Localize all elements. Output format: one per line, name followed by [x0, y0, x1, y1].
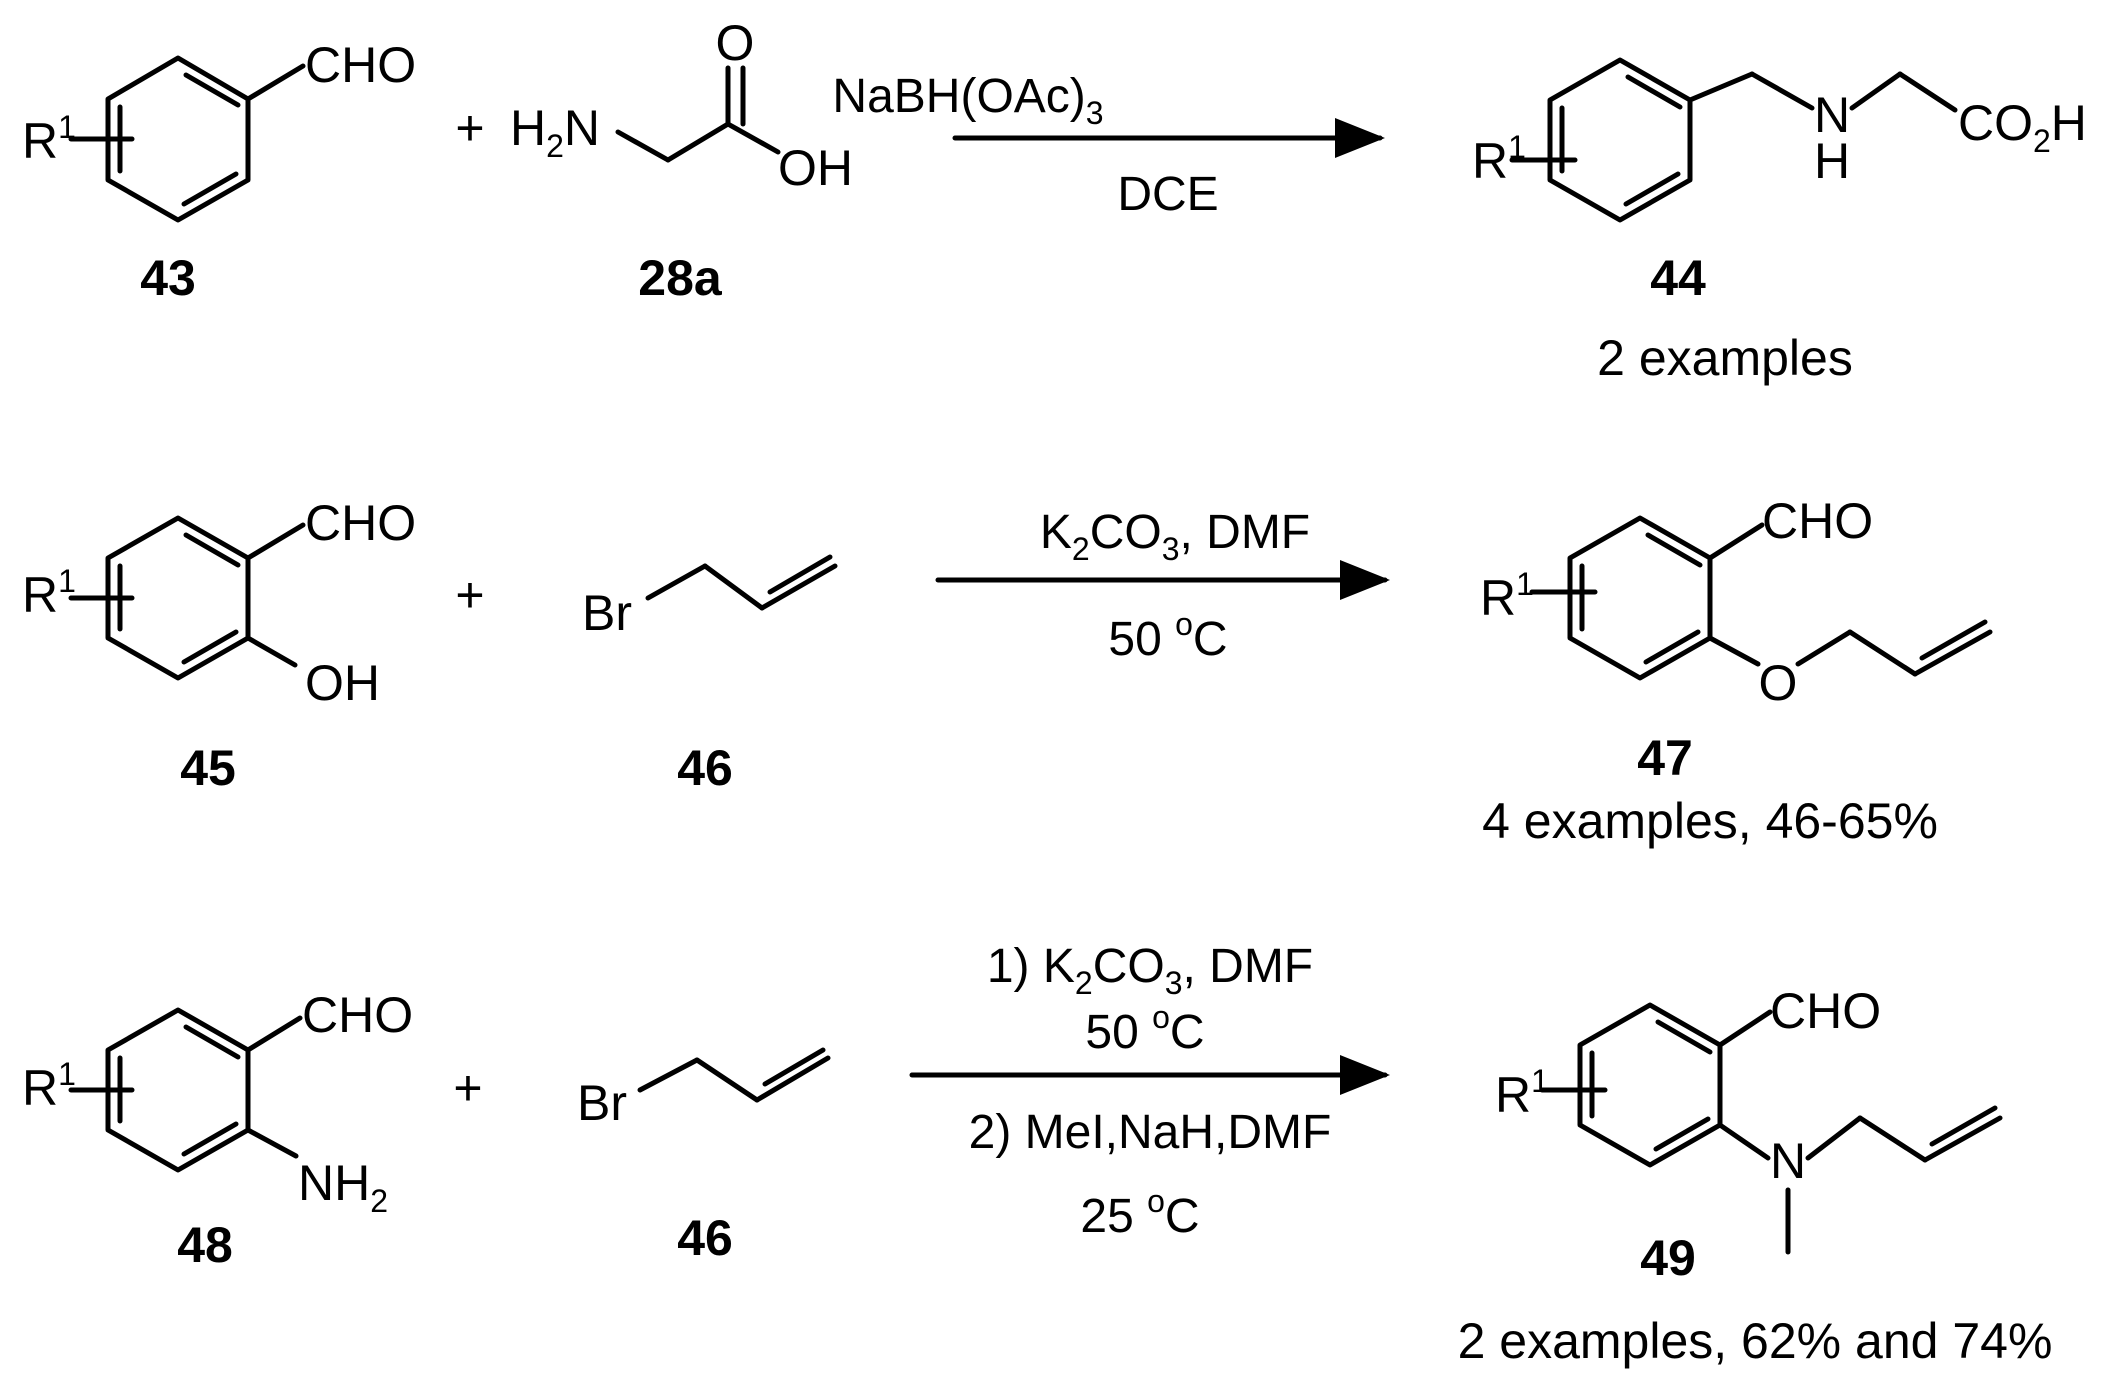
- r1-label: R1: [22, 1056, 76, 1116]
- amine-nitrogen-label: N: [1770, 1133, 1806, 1189]
- examples-note: 4 examples, 46-65%: [1482, 793, 1938, 849]
- hydroxyl-label: OH: [305, 655, 380, 711]
- compound-number-49: 49: [1640, 1230, 1696, 1286]
- r1-label: R1: [22, 563, 76, 623]
- row1-reaction: CHO R1 43 + H2N O OH 28a NaBH(OAc)3 DCE: [22, 15, 2087, 386]
- examples-note: 2 examples: [1597, 330, 1853, 386]
- r1-label: R1: [1480, 566, 1534, 626]
- ether-oxygen-label: O: [1759, 655, 1798, 711]
- aldehyde-group-label: CHO: [1762, 493, 1873, 549]
- plus-sign: +: [455, 100, 484, 156]
- compound-number-44: 44: [1650, 250, 1706, 306]
- compound-48-structure: CHO NH2 R1: [22, 987, 413, 1219]
- row3-reaction: CHO NH2 R1 48 + Br 46 1) K2CO3, DMF 50 o…: [22, 940, 2052, 1369]
- aldehyde-group-label: CHO: [305, 495, 416, 551]
- amine-label: NH2: [298, 1155, 388, 1219]
- plus-sign: +: [455, 567, 484, 623]
- compound-number-46: 46: [677, 1210, 733, 1266]
- compound-number-45: 45: [180, 740, 236, 796]
- amine-nitrogen-label: N: [1814, 87, 1850, 143]
- r1-label: R1: [22, 109, 76, 169]
- compound-43-structure: CHO R1: [22, 37, 416, 223]
- compound-number-43: 43: [140, 250, 196, 306]
- amine-label: H2N: [510, 100, 600, 164]
- compound-49-structure: CHO N R1: [1495, 983, 2003, 1255]
- compound-47-structure: CHO O R1: [1480, 493, 1993, 711]
- compound-44-structure: R1 N H CO2H: [1472, 57, 2087, 223]
- compound-number-48: 48: [177, 1217, 233, 1273]
- solvent-label: DCE: [1117, 168, 1218, 221]
- compound-46-structure: Br: [577, 1047, 831, 1131]
- aldehyde-group-label: CHO: [1770, 983, 1881, 1039]
- compound-45-structure: CHO OH R1: [22, 495, 416, 711]
- compound-28a-structure: H2N O OH: [510, 15, 853, 196]
- aldehyde-group-label: CHO: [302, 987, 413, 1043]
- aldehyde-group-label: CHO: [305, 37, 416, 93]
- step1-reagent-label: 1) K2CO3, DMF: [987, 940, 1313, 1001]
- hydroxyl-label: OH: [778, 140, 853, 196]
- plus-sign: +: [453, 1060, 482, 1116]
- reagent-label: NaBH(OAc)3: [832, 70, 1103, 131]
- temperature-label: 50 oC: [1108, 606, 1227, 666]
- examples-note: 2 examples, 62% and 74%: [1458, 1313, 2053, 1369]
- amine-hydrogen-label: H: [1814, 133, 1850, 189]
- bromine-label: Br: [577, 1075, 627, 1131]
- r1-label: R1: [1472, 129, 1526, 189]
- step2-reagent-label: 2) MeI,NaH,DMF: [969, 1106, 1332, 1159]
- bromine-label: Br: [582, 585, 632, 641]
- step2-temperature-label: 25 oC: [1080, 1183, 1199, 1243]
- step1-temperature-label: 50 oC: [1085, 999, 1204, 1059]
- compound-number-28a: 28a: [638, 250, 723, 306]
- carboxylic-acid-label: CO2H: [1958, 95, 2087, 159]
- compound-46-structure: Br: [582, 554, 838, 641]
- carbonyl-oxygen-label: O: [716, 15, 755, 71]
- compound-number-46: 46: [677, 740, 733, 796]
- reagent-label: K2CO3, DMF: [1040, 506, 1310, 567]
- row2-reaction: CHO OH R1 45 + Br 46 K2CO3, DMF 50 oC: [22, 493, 1993, 849]
- compound-number-47: 47: [1637, 730, 1693, 786]
- r1-label: R1: [1495, 1063, 1549, 1123]
